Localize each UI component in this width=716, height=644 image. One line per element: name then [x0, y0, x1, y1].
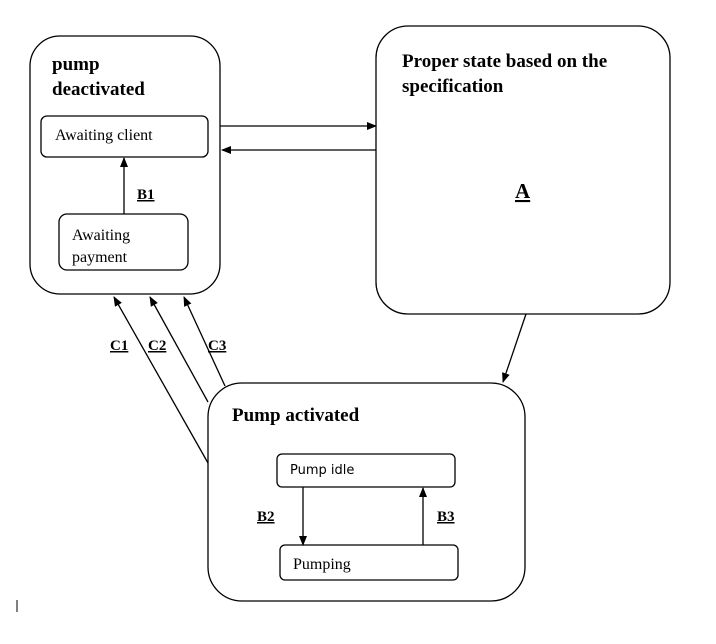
arrow-c3 [183, 296, 226, 387]
arrow-proper-to-activated [502, 313, 527, 383]
pump-deactivated-title-line1: pump [52, 54, 100, 75]
state-proper-state: Proper state based on the specification … [375, 25, 671, 315]
substate-awaiting-client: Awaiting client [40, 115, 209, 158]
transition-label-b2: B2 [257, 509, 275, 525]
substate-pump-idle: Pump idle [276, 453, 456, 488]
transition-label-b1: B1 [137, 187, 155, 203]
proper-state-box [375, 25, 671, 315]
proper-state-title-line2: specification [402, 76, 504, 97]
transition-label-c2: C2 [148, 338, 166, 354]
transition-label-c1: C1 [110, 338, 128, 354]
arrow-c2 [149, 296, 209, 403]
pump-deactivated-title-line2: deactivated [52, 79, 145, 100]
substate-awaiting-payment: Awaiting payment [58, 213, 189, 271]
awaiting-payment-label-line2: payment [72, 249, 128, 266]
pumping-box [279, 544, 459, 581]
pump-activated-title: Pump activated [232, 405, 360, 426]
awaiting-payment-label-line1: Awaiting [72, 227, 130, 244]
pump-idle-label: Pump idle [290, 463, 354, 478]
arrow-c1 [113, 296, 209, 464]
pump-idle-box [276, 453, 456, 488]
proper-state-title-line1: Proper state based on the [402, 51, 607, 72]
pumping-label: Pumping [293, 556, 351, 573]
awaiting-client-label: Awaiting client [55, 127, 153, 144]
state-pump-activated: Pump activated Pump idle Pumping [207, 382, 526, 602]
state-pump-deactivated: pump deactivated Awaiting client Awaitin… [29, 35, 221, 295]
proper-state-label-a: A [515, 179, 531, 203]
substate-pumping: Pumping [279, 544, 459, 581]
transition-label-c3: C3 [208, 338, 226, 354]
transition-label-b3: B3 [437, 509, 455, 525]
